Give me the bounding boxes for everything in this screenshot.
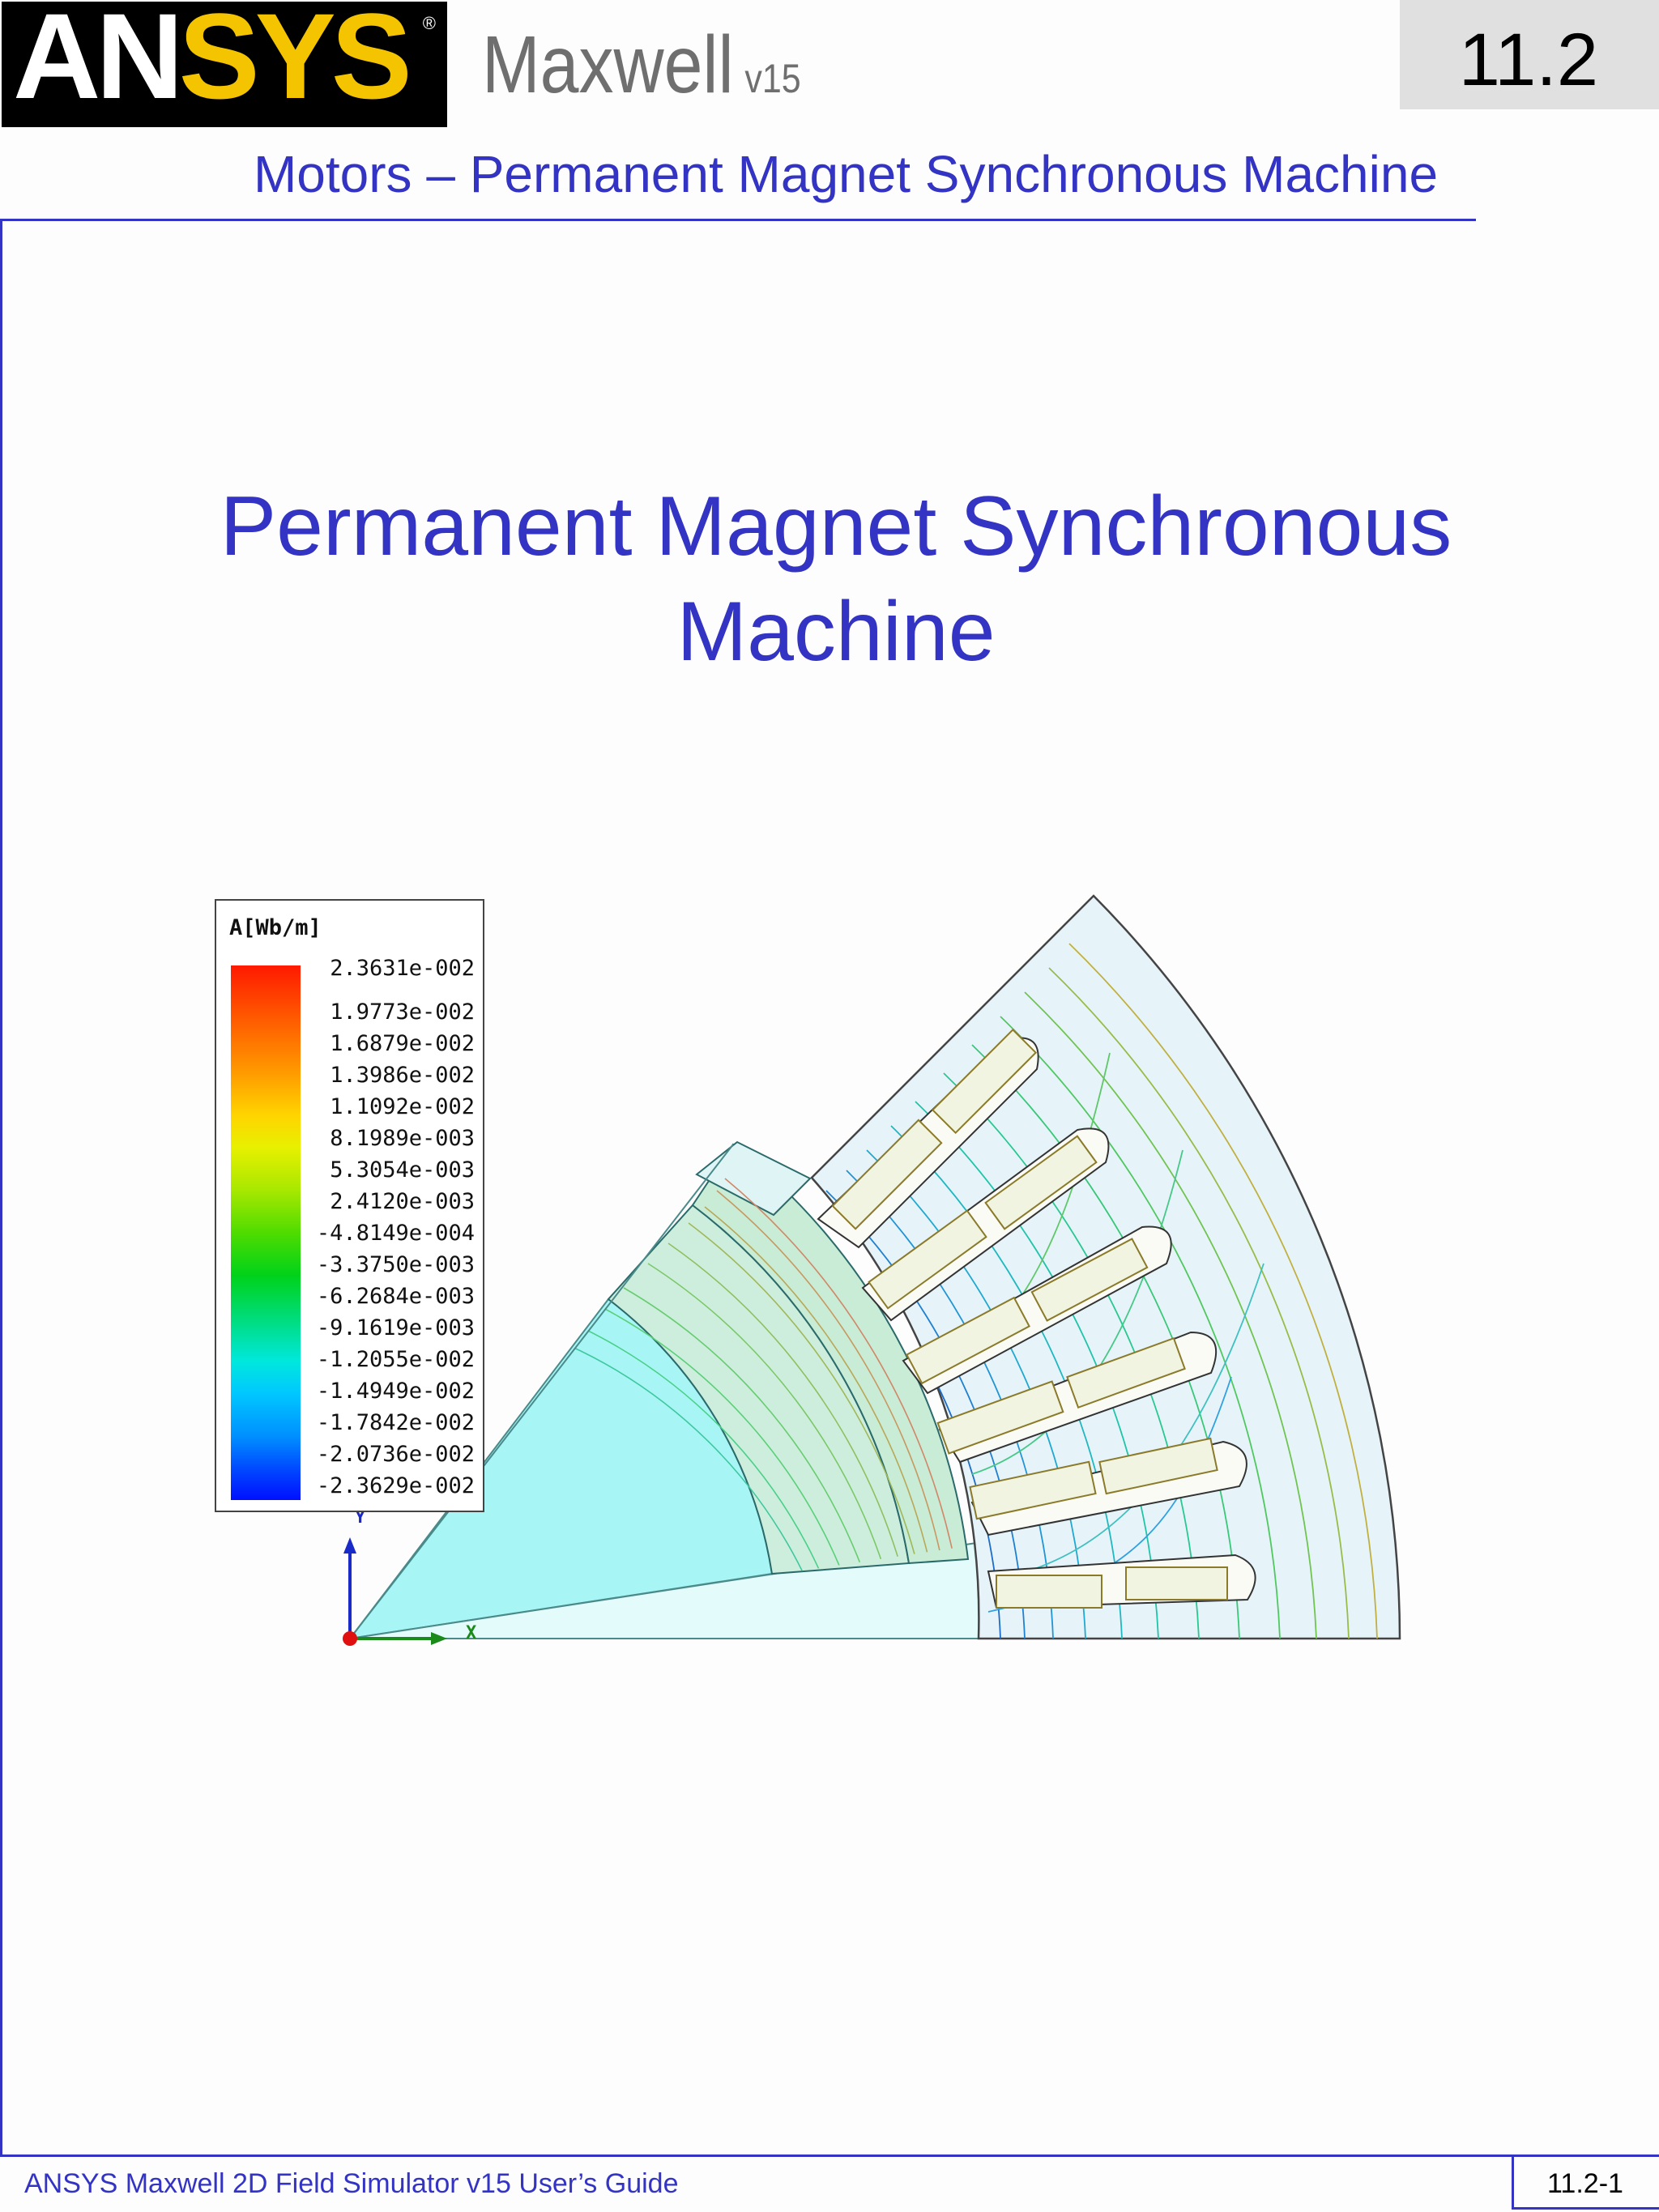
chapter-number: 11.2 xyxy=(1458,19,1598,101)
logo-an: AN xyxy=(13,2,184,124)
legend-color-bar xyxy=(231,965,301,1500)
page-title: Permanent Magnet Synchronous Machine xyxy=(0,474,1659,684)
header-rule xyxy=(0,219,1476,221)
logo-wordmark: ANSYS xyxy=(13,2,412,117)
page-number: 11.2-1 xyxy=(1547,2168,1623,2199)
magnet-region xyxy=(691,1143,970,1565)
legend-value: 1.6879e-002 xyxy=(330,1031,475,1056)
legend-value: -3.3750e-003 xyxy=(316,1252,475,1277)
legend-value: 1.9773e-002 xyxy=(330,999,475,1025)
axes-indicator xyxy=(343,1537,447,1646)
left-rule xyxy=(0,219,2,2157)
rotor-diagonal xyxy=(349,1144,734,1639)
page-number-box xyxy=(1512,2154,1659,2210)
legend-value: -1.7842e-002 xyxy=(316,1410,475,1435)
legend-value: -4.8149e-004 xyxy=(316,1221,475,1246)
y-axis-label: Y xyxy=(355,1507,366,1528)
color-legend: A[Wb/m] 2.3631e-002 1.9773e-002 1.6879e-… xyxy=(215,899,484,1512)
legend-title: A[Wb/m] xyxy=(229,915,322,940)
legend-value: 2.4120e-003 xyxy=(330,1189,475,1214)
legend-value: -2.0736e-002 xyxy=(316,1442,475,1467)
section-subtitle: Motors – Permanent Magnet Synchronous Ma… xyxy=(253,145,1439,203)
chapter-box: 11.2 xyxy=(1400,0,1659,109)
rotor-tip xyxy=(695,1140,812,1217)
legend-value: 1.3986e-002 xyxy=(330,1063,475,1088)
legend-value: -6.2684e-003 xyxy=(316,1284,475,1309)
legend-value: 1.1092e-002 xyxy=(330,1094,475,1119)
legend-value: -1.4949e-002 xyxy=(316,1379,475,1404)
registered-mark: ® xyxy=(422,13,436,33)
legend-value: -2.3629e-002 xyxy=(316,1473,475,1498)
legend-value: -9.1619e-003 xyxy=(316,1315,475,1340)
footer-rule xyxy=(0,2154,1659,2157)
legend-value: 2.3631e-002 xyxy=(330,956,475,981)
legend-value: 8.1989e-003 xyxy=(330,1126,475,1151)
product-label: Maxwell xyxy=(482,19,734,110)
footer-text: ANSYS Maxwell 2D Field Simulator v15 Use… xyxy=(24,2168,679,2199)
title-line-2: Machine xyxy=(676,585,996,679)
legend-value: 5.3054e-003 xyxy=(330,1157,475,1183)
x-axis-label: X xyxy=(466,1623,476,1643)
legend-value: -1.2055e-002 xyxy=(316,1347,475,1372)
ansys-logo: ANSYS ® xyxy=(2,2,447,127)
title-line-1: Permanent Magnet Synchronous xyxy=(220,479,1452,573)
stator-coils xyxy=(831,1028,1228,1609)
logo-sys: SYS xyxy=(178,2,412,124)
product-version: v15 xyxy=(744,56,801,101)
